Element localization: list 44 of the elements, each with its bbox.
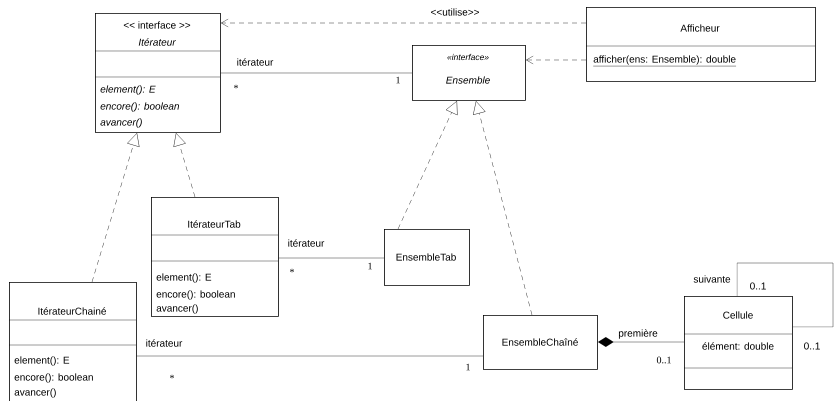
class-name: EnsembleChaîné — [502, 338, 578, 346]
operation: avancer() — [14, 388, 56, 398]
multiplicity: * — [290, 268, 294, 272]
class-name: ItérateurTab — [188, 220, 240, 228]
connector — [473, 101, 532, 316]
multiplicity: 1 — [466, 364, 470, 370]
attribute: élément: double — [702, 342, 774, 350]
class-name: EnsembleTab — [396, 253, 456, 261]
operation: element(): E — [14, 356, 70, 366]
operation: encore(): boolean — [14, 373, 93, 383]
multiplicity: 1 — [368, 262, 372, 270]
edge-label: première — [617, 328, 659, 340]
stereotype: «interface» — [447, 54, 489, 60]
edge-label: <<utilise>> — [430, 7, 480, 17]
class-name: Afficheur — [680, 24, 720, 32]
multiplicity: 1 — [396, 76, 400, 84]
connector — [173, 133, 196, 198]
class-name: Itérateur — [138, 38, 176, 46]
edge-label: suivante — [692, 274, 732, 284]
connector — [598, 337, 684, 347]
class-name: Cellule — [723, 311, 753, 319]
multiplicity: * — [234, 84, 238, 88]
connector — [220, 72, 412, 74]
connector — [92, 133, 140, 282]
multiplicity: 0..1 — [656, 356, 671, 364]
class-name: Ensemble — [446, 76, 490, 84]
operation: avancer() — [100, 118, 142, 128]
operation: encore(): boolean — [100, 102, 180, 112]
connector — [526, 56, 586, 64]
edge-label: itérateur — [236, 57, 274, 67]
operation: element(): E — [156, 273, 212, 283]
stereotype: << interface >> — [124, 21, 190, 29]
connector — [736, 262, 834, 328]
operation: afficher(ens: Ensemble): double — [593, 55, 736, 66]
connector — [221, 18, 586, 28]
operation: element(): E — [100, 85, 156, 95]
edge-label: itérateur — [144, 338, 184, 348]
operation: avancer() — [156, 304, 198, 314]
edge-label: itérateur — [286, 238, 326, 248]
class-name: ItérateurChainé — [38, 307, 106, 315]
connector — [398, 101, 458, 230]
multiplicity: * — [170, 374, 174, 378]
multiplicity: 0..1 — [804, 342, 820, 350]
operation: encore(): boolean — [156, 290, 235, 300]
